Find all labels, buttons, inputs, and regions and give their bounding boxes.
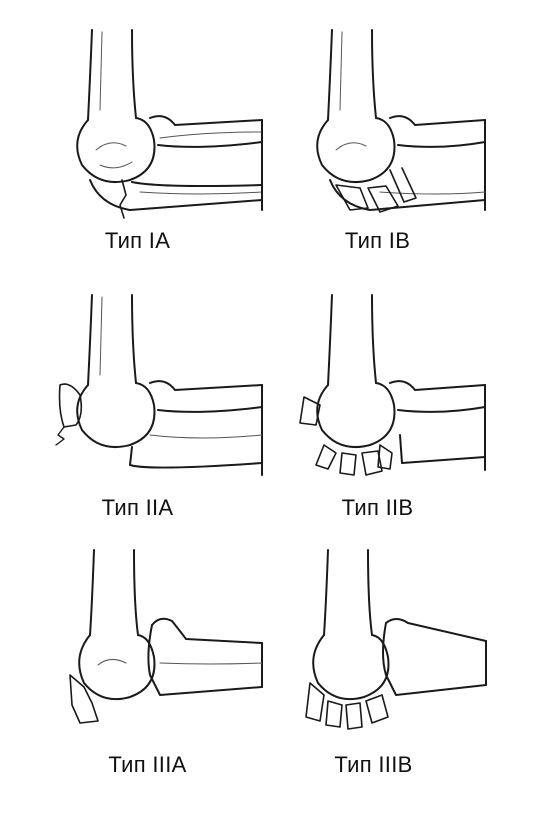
panel-type-iiib: Тип IIIB — [236, 545, 511, 815]
panel-type-iiia: Тип IIIA — [10, 545, 285, 815]
elbow-illustration-ib — [316, 29, 486, 213]
panel-label: Тип IIIB — [334, 752, 413, 777]
panel-label: Тип IIIA — [108, 752, 187, 777]
panel-label: Тип IIB — [341, 495, 414, 520]
panel-type-iia: Тип IIA — [0, 285, 275, 555]
panel-type-ia: Тип IA — [0, 20, 275, 290]
panel-label: Тип IIA — [101, 495, 174, 520]
panel-type-ib: Тип IB — [240, 20, 515, 290]
panel-label: Тип IA — [104, 228, 171, 253]
elbow-illustration-iib — [299, 294, 486, 476]
panel-type-iib: Тип IIB — [240, 285, 515, 555]
elbow-illustration-ia — [76, 29, 263, 219]
panel-label: Тип IB — [344, 228, 411, 253]
elbow-illustration-iiib — [305, 549, 487, 730]
elbow-illustration-iiia — [69, 549, 263, 724]
elbow-illustration-iia — [55, 294, 263, 476]
